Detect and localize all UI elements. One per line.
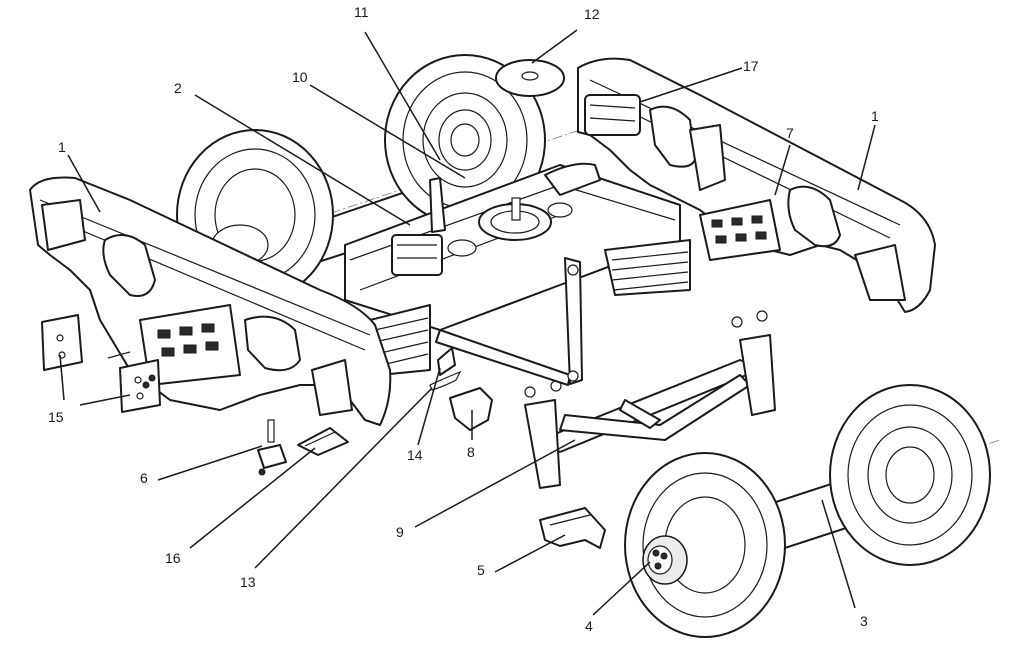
callout-9: 9 xyxy=(396,524,404,540)
friction-wedge-8 xyxy=(449,387,493,431)
callout-1-left: 1 xyxy=(58,139,66,155)
callout-3: 3 xyxy=(860,613,868,629)
callout-14: 14 xyxy=(407,447,423,463)
callout-17: 17 xyxy=(743,58,759,74)
callout-5: 5 xyxy=(477,562,485,578)
callout-6: 6 xyxy=(140,470,148,486)
callout-12: 12 xyxy=(584,6,600,22)
front-wheelset xyxy=(624,384,1001,638)
callout-10: 10 xyxy=(292,69,308,85)
brake-lever xyxy=(435,257,583,386)
callout-4: 4 xyxy=(585,618,593,634)
center-plate xyxy=(495,59,565,97)
brake-beam xyxy=(524,310,776,489)
callout-16: 16 xyxy=(165,550,181,566)
callout-2: 2 xyxy=(174,80,182,96)
wedge-6 xyxy=(257,419,287,476)
rear-wheelset xyxy=(159,54,611,301)
side-frame-left xyxy=(29,176,392,426)
callout-11: 11 xyxy=(354,4,369,20)
spring-clip-14 xyxy=(429,347,462,391)
adapter xyxy=(539,507,606,549)
callout-7: 7 xyxy=(786,125,794,141)
wear-plate-16 xyxy=(297,427,349,456)
callouts: 1 1 2 3 4 5 6 7 8 9 10 11 12 13 14 15 16… xyxy=(48,4,879,634)
callout-1-right: 1 xyxy=(871,108,879,124)
bolster xyxy=(344,162,681,331)
callout-15: 15 xyxy=(48,409,64,425)
callout-8: 8 xyxy=(467,444,475,460)
spring-set-right xyxy=(604,239,691,296)
side-frame-right xyxy=(577,57,936,313)
callout-13: 13 xyxy=(240,574,256,590)
leader-lines xyxy=(59,29,876,616)
